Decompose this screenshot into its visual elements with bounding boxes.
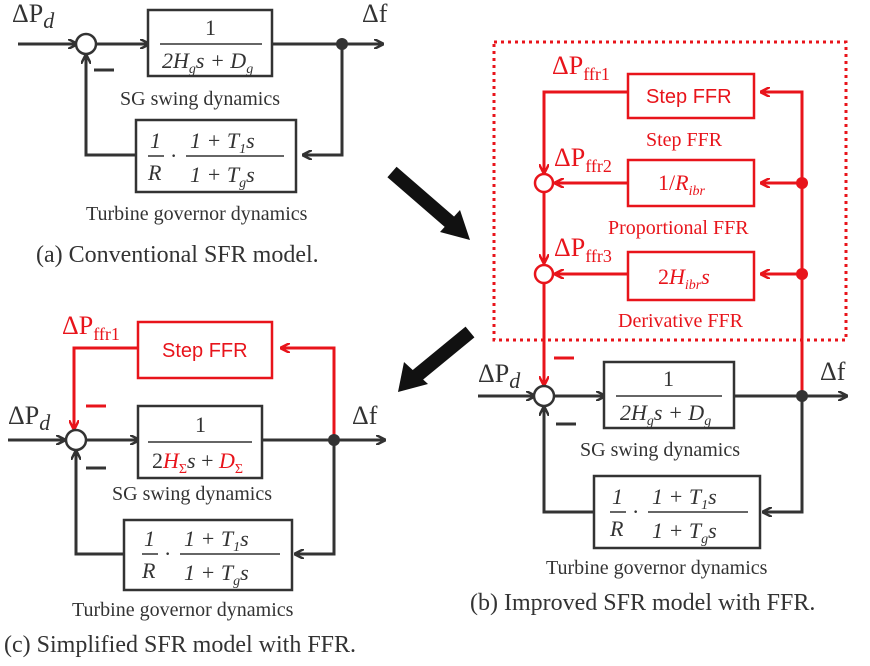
a-delta-f-label: Δf [362,0,388,28]
svg-text:1: 1 [663,366,674,391]
panel-c: ΔPffr1 Step FFR ΔPd 1 2HΣs + DΣ SG swing… [4,311,384,658]
b-sg-swing-label: SG swing dynamics [580,439,740,461]
b-sg-swing-block [602,360,736,430]
svg-text:·: · [164,541,171,566]
svg-text:1: 1 [150,128,161,153]
c-sg-swing-label: SG swing dynamics [112,483,272,505]
svg-text:1: 1 [195,412,206,437]
svg-text:2HΣs + DΣ: 2HΣs + DΣ [152,448,243,477]
panel-b: ΔPffr1 Step FFR Step FFR ΔPffr2 1/Ribr P… [470,40,848,616]
a-swing-denominator: 2Hgs + Dg [162,48,253,77]
b-delta-pd-label: ΔPd [478,359,521,393]
svg-text:2Hibrs: 2Hibrs [658,264,710,293]
caption-a: (a) Conventional SFR model. [36,242,319,268]
svg-text:R: R [609,516,624,541]
b-derivative-caption: Derivative FFR [618,310,744,332]
b-summing-junction [532,384,556,408]
b-step-ffr-text: Step FFR [646,86,732,108]
a-sg-swing-block [146,8,274,78]
a-sg-swing-label: SG swing dynamics [120,88,280,110]
b-sum-2 [533,172,555,194]
b-pffr1-label: ΔPffr1 [552,51,610,84]
panel-a: ΔPd 1 2Hgs + Dg SG swing dynamics Δf 1 R… [12,0,388,268]
svg-text:2Hgs + Dg: 2Hgs + Dg [620,400,711,429]
svg-text:1 + Tgs: 1 + Tgs [652,518,717,547]
caption-c: (c) Simplified SFR model with FFR. [4,632,356,658]
c-step-ffr-block [136,320,274,380]
c-summing-junction [64,428,88,452]
ffr-dotted-region [492,40,848,342]
c-pffr1-label: ΔPffr1 [62,311,120,344]
c-delta-f-label: Δf [352,401,378,430]
a-delta-pd-label: ΔPd [12,0,55,33]
b-pffr2-label: ΔPffr2 [554,143,612,176]
b-step-ffr-block [626,72,756,120]
svg-text:1: 1 [612,484,623,509]
b-delta-f-label: Δf [820,357,846,386]
b-step-ffr-caption: Step FFR [646,129,723,151]
caption-b: (b) Improved SFR model with FFR. [470,590,815,616]
transition-arrows [387,166,475,392]
b-turbine-label: Turbine governor dynamics [546,557,768,579]
svg-text:1: 1 [144,526,155,551]
b-proportional-block [626,158,756,208]
b-derivative-block [626,250,756,302]
a-turbine-label: Turbine governor dynamics [86,203,308,225]
svg-text:·: · [170,143,177,168]
svg-text:R: R [141,558,156,583]
c-turbine-label: Turbine governor dynamics [72,599,294,621]
c-step-ffr-text: Step FFR [162,340,248,362]
b-pffr3-label: ΔPffr3 [554,233,612,266]
c-turbine-governor-block [122,518,294,592]
svg-text:·: · [632,499,639,524]
a-swing-numerator: 1 [205,15,216,40]
a-summing-junction [74,32,98,56]
svg-text:R: R [147,160,162,185]
c-delta-pd-label: ΔPd [8,401,51,435]
svg-text:1 + T1s: 1 + T1s [190,128,255,157]
b-sum-3 [533,263,555,285]
b-proportional-caption: Proportional FFR [608,217,749,239]
